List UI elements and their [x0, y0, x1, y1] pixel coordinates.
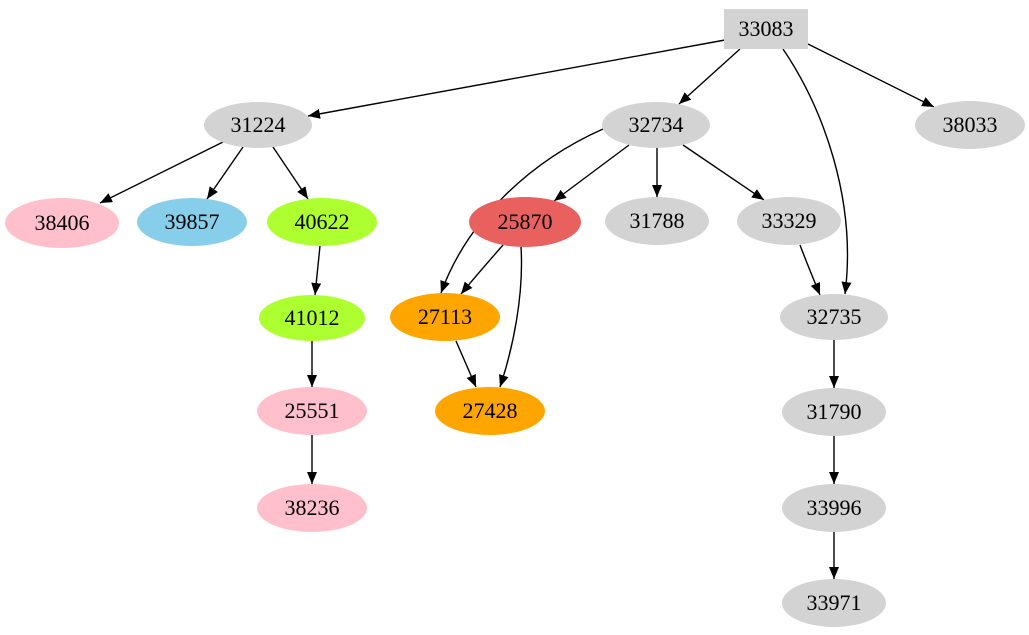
edge-25870-27428 [499, 246, 523, 388]
graph-node-38033: 38033 [915, 101, 1025, 149]
node-ellipse-shape [257, 387, 367, 435]
edge-33329-32735 [799, 244, 821, 296]
edge-31224-38406 [99, 141, 224, 204]
edge-31224-40622 [272, 146, 309, 200]
edge-32734-33329 [682, 144, 765, 201]
nodes-layer: 33083 31224 38406 39857 40622 41012 25551 38236… [5, 9, 1025, 627]
graph-node-32734: 32734 [602, 102, 710, 148]
graph-node-31788: 31788 [605, 197, 709, 245]
graph-node-38406: 38406 [5, 198, 119, 248]
graph-node-31224: 31224 [204, 102, 312, 148]
node-label: 38406 [35, 210, 90, 235]
node-label: 25551 [285, 398, 340, 423]
node-ellipse-shape [5, 198, 119, 248]
graph-node-39857: 39857 [137, 198, 247, 246]
edge-33083-38033 [807, 43, 935, 108]
node-ellipse-shape [435, 387, 545, 435]
graph-node-38236: 38236 [257, 484, 367, 532]
node-label: 33971 [807, 590, 862, 615]
node-label: 32735 [807, 304, 862, 329]
graph-node-27113: 27113 [390, 293, 500, 341]
node-ellipse-shape [737, 197, 841, 245]
graph-node-32735: 32735 [780, 294, 888, 340]
node-ellipse-shape [782, 484, 886, 532]
graph-node-33083: 33083 [724, 9, 808, 49]
node-label: 32734 [629, 112, 684, 137]
node-box-shape [724, 9, 808, 49]
edge-32734-27113 [440, 128, 604, 294]
node-label: 41012 [285, 305, 340, 330]
node-ellipse-shape [204, 102, 312, 148]
graph-node-41012: 41012 [259, 295, 365, 341]
node-label: 31224 [231, 112, 286, 137]
graph-node-25870: 25870 [469, 197, 581, 247]
edge-31224-39857 [206, 146, 244, 200]
node-ellipse-shape [137, 198, 247, 246]
graph-node-31790: 31790 [782, 388, 886, 436]
graph-node-33971: 33971 [782, 579, 886, 627]
node-label: 38236 [285, 495, 340, 520]
node-label: 33083 [739, 16, 794, 41]
node-label: 25870 [498, 209, 553, 234]
edge-33083-32735 [782, 48, 852, 295]
node-ellipse-shape [605, 197, 709, 245]
node-label: 40622 [295, 209, 350, 234]
node-label: 38033 [943, 112, 998, 137]
graph-node-33329: 33329 [737, 197, 841, 245]
node-ellipse-shape [782, 388, 886, 436]
graph-node-27428: 27428 [435, 387, 545, 435]
node-label: 27428 [463, 398, 518, 423]
node-ellipse-shape [782, 579, 886, 627]
edge-27113-27428 [455, 340, 477, 388]
edge-40622-41012 [311, 245, 322, 296]
node-label: 27113 [418, 304, 472, 329]
graph-node-33996: 33996 [782, 484, 886, 532]
node-ellipse-shape [390, 293, 500, 341]
node-ellipse-shape [780, 294, 888, 340]
node-ellipse-shape [257, 484, 367, 532]
node-label: 33996 [807, 495, 862, 520]
edge-33083-32734 [678, 48, 741, 105]
graph-node-40622: 40622 [267, 198, 377, 246]
node-label: 31790 [807, 399, 862, 424]
node-ellipse-shape [267, 198, 377, 246]
node-label: 39857 [165, 209, 220, 234]
node-ellipse-shape [602, 102, 710, 148]
node-ellipse-shape [915, 101, 1025, 149]
node-label: 31788 [630, 208, 685, 233]
edge-25870-27113 [460, 244, 504, 295]
edges-layer [99, 39, 935, 579]
edge-32734-25870 [553, 144, 630, 202]
node-ellipse-shape [469, 197, 581, 247]
node-ellipse-shape [259, 295, 365, 341]
node-label: 33329 [762, 208, 817, 233]
graph-node-25551: 25551 [257, 387, 367, 435]
edge-33083-31224 [307, 39, 726, 119]
